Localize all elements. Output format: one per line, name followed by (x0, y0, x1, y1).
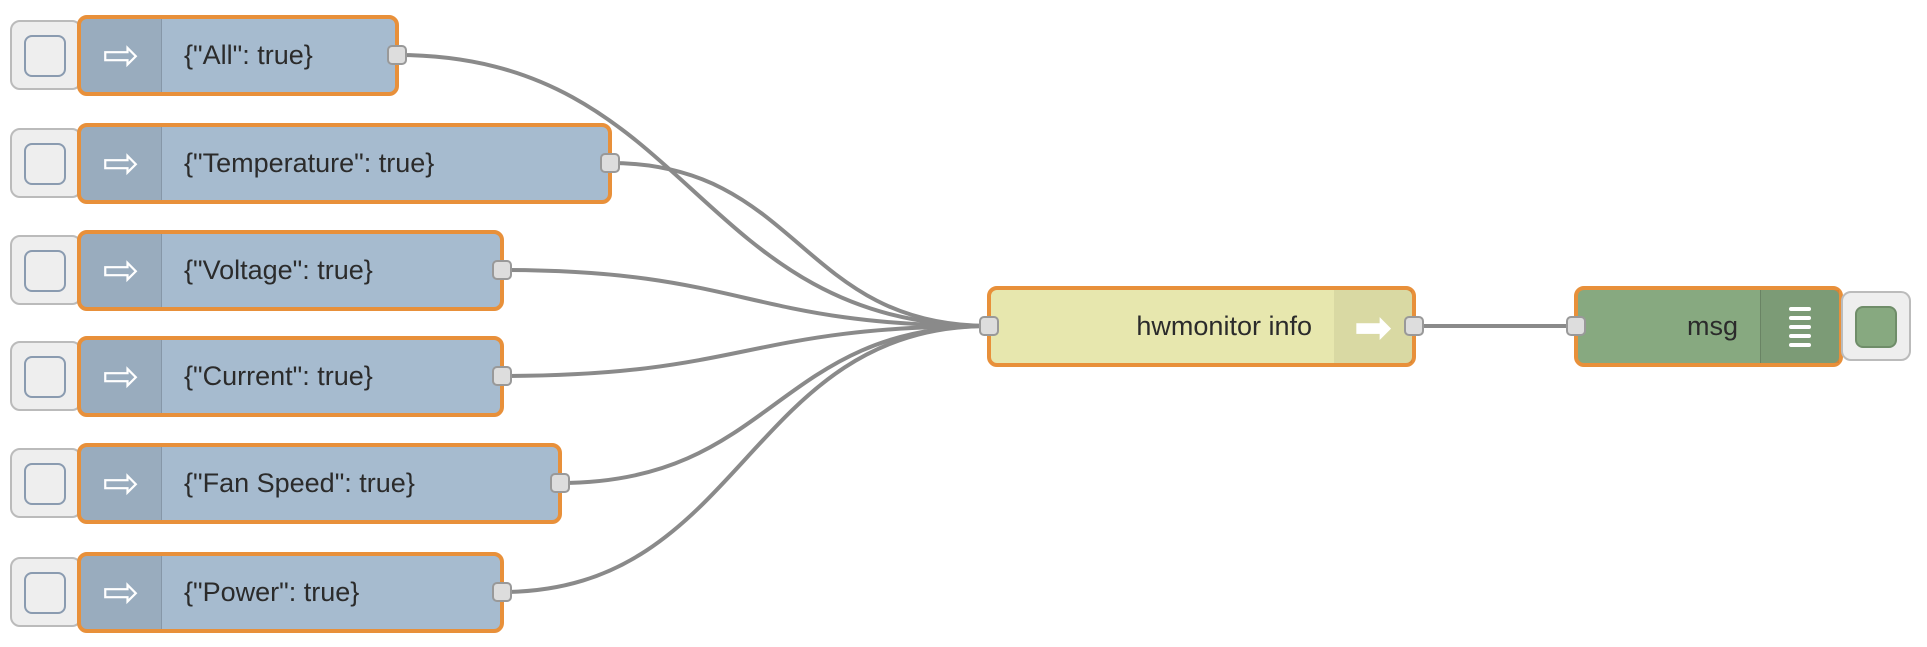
node-label: {"All": true} (184, 40, 313, 70)
wire[interactable] (609, 161, 990, 328)
wire[interactable] (501, 268, 990, 328)
inject-trigger-button[interactable] (10, 20, 82, 90)
inject-node-all[interactable]: ⇨ {"All": true} (77, 15, 407, 96)
inject-node-voltage[interactable]: ⇨ {"Voltage": true} (77, 230, 512, 311)
debug-toggle-button[interactable] (1841, 291, 1911, 361)
inject-arrow-icon: ⇨ (81, 340, 162, 413)
toggle-square-icon (1855, 306, 1897, 348)
node-label: msg (1686, 311, 1738, 341)
node-label: {"Fan Speed": true} (184, 468, 415, 498)
output-port[interactable] (1404, 316, 1424, 336)
output-port[interactable] (492, 366, 512, 386)
inject-arrow-icon: ⇨ (81, 234, 162, 307)
wire[interactable] (501, 324, 990, 594)
inject-node-fan-speed[interactable]: ⇨ {"Fan Speed": true} (77, 443, 570, 524)
node-label: {"Power": true} (184, 577, 360, 607)
trigger-square-icon (24, 250, 66, 292)
trigger-square-icon (24, 463, 66, 505)
trigger-square-icon (24, 356, 66, 398)
inject-node-current[interactable]: ⇨ {"Current": true} (77, 336, 512, 417)
wire[interactable] (501, 324, 990, 378)
inject-trigger-button[interactable] (10, 341, 82, 411)
wire[interactable] (559, 324, 990, 485)
node-label: {"Current": true} (184, 361, 373, 391)
output-port[interactable] (550, 473, 570, 493)
inject-trigger-button[interactable] (10, 448, 82, 518)
output-port[interactable] (492, 260, 512, 280)
trigger-square-icon (24, 143, 66, 185)
trigger-square-icon (24, 35, 66, 77)
output-port[interactable] (387, 45, 407, 65)
trigger-square-icon (24, 572, 66, 614)
debug-node-msg[interactable]: msg (1566, 286, 1843, 367)
wire[interactable] (396, 53, 990, 328)
inject-arrow-icon: ⇨ (81, 127, 162, 200)
inject-node-temperature[interactable]: ⇨ {"Temperature": true} (77, 123, 620, 204)
inject-trigger-button[interactable] (10, 235, 82, 305)
node-label: hwmonitor info (1136, 311, 1312, 341)
output-port[interactable] (492, 582, 512, 602)
output-port[interactable] (600, 153, 620, 173)
inject-node-power[interactable]: ⇨ {"Power": true} (77, 552, 512, 633)
input-port[interactable] (979, 316, 999, 336)
inject-trigger-button[interactable] (10, 128, 82, 198)
function-arrow-icon: ➡ (1334, 290, 1412, 363)
node-label: {"Temperature": true} (184, 148, 435, 178)
debug-list-icon (1760, 290, 1839, 363)
input-port[interactable] (1566, 316, 1586, 336)
node-label: {"Voltage": true} (184, 255, 373, 285)
inject-arrow-icon: ⇨ (81, 19, 162, 92)
inject-arrow-icon: ⇨ (81, 556, 162, 629)
function-node-hwmonitor-info[interactable]: hwmonitor info ➡ (979, 286, 1424, 367)
inject-trigger-button[interactable] (10, 557, 82, 627)
inject-arrow-icon: ⇨ (81, 447, 162, 520)
